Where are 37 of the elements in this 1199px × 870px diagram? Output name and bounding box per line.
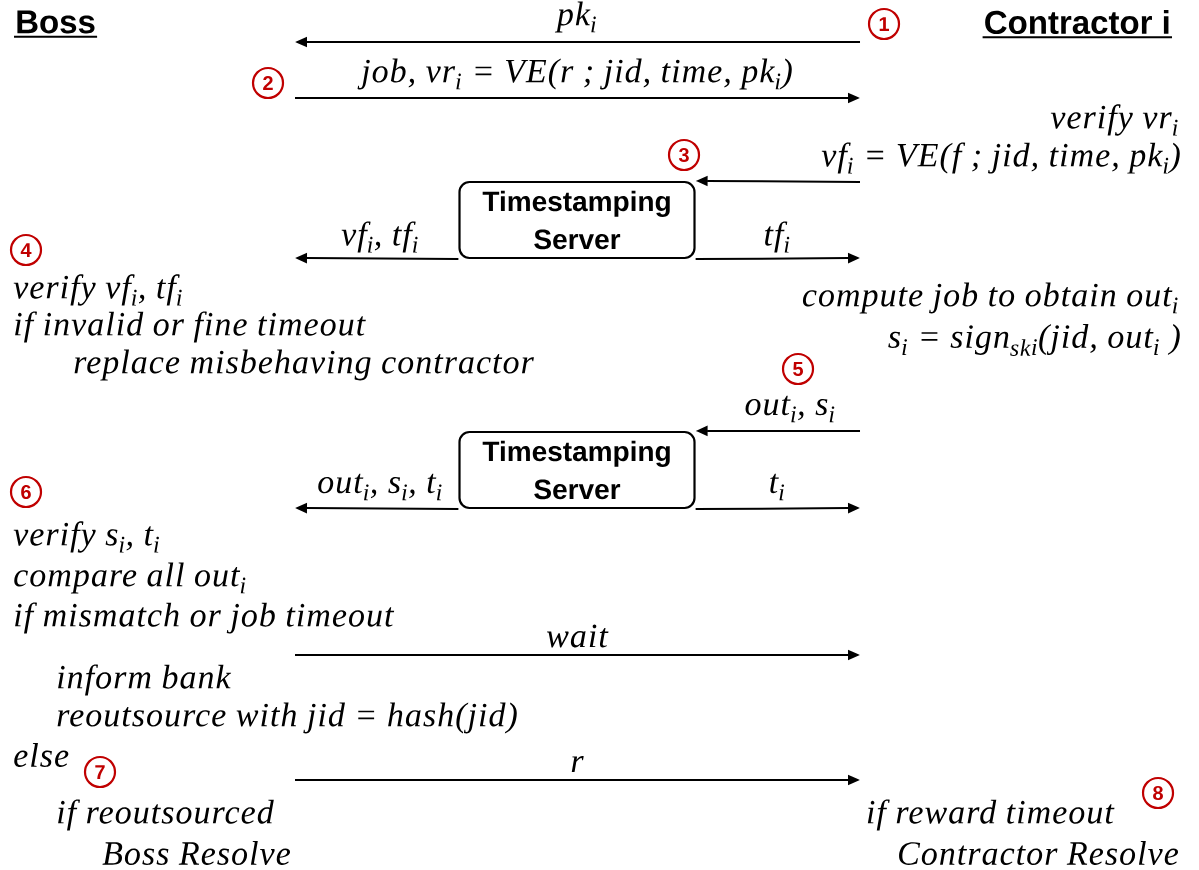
step-number: 1 — [867, 7, 901, 41]
note-text: if invalid or fine timeout — [12, 310, 367, 344]
note-text: verify vr$_{i}$ — [1049, 103, 1180, 137]
note-text: if mismatch or job timeout — [12, 601, 395, 635]
note-text: pk$_{i}$ — [554, 0, 599, 34]
step-number: 5 — [781, 352, 815, 386]
note-text: job, vr$_{i}$ = VE(r ; jid, time, pk$_{i}$) — [357, 57, 794, 91]
note-text: if reward timeout — [864, 798, 1115, 832]
note-text: reoutsource with jid = hash(jid) — [55, 701, 519, 735]
step-number: 2 — [251, 66, 285, 100]
note-text: replace misbehaving contractor — [72, 348, 535, 382]
note-text: s$_{i}$ = sign$_{ski}$(jid, out$_{i}$ ) — [886, 323, 1182, 357]
edge-label: t$_{i}$ — [767, 472, 787, 502]
step-number: 7 — [83, 755, 117, 789]
edge-label: out$_{i}$, s$_{i}$, t$_{i}$ — [316, 472, 444, 502]
step-number: 3 — [667, 138, 701, 172]
edge-label: vf$_{i}$, tf$_{i}$ — [340, 220, 420, 254]
note-text: r — [569, 755, 585, 773]
step-number: 4 — [9, 233, 43, 267]
note-text: compute job to obtain out$_{i}$ — [800, 281, 1180, 315]
note-text: inform bank — [55, 663, 232, 697]
edge-label: vf$_{i}$ = VE(f ; jid, time, pk$_{i}$) — [820, 141, 1182, 175]
step-number: 8 — [1141, 776, 1175, 810]
note-text: compare all out$_{i}$ — [12, 561, 248, 595]
note-text: Contractor Resolve — [896, 840, 1180, 866]
server-box: Timestamping Server — [458, 180, 696, 260]
note-text: wait — [545, 623, 609, 649]
note-text: Boss Resolve — [101, 840, 292, 866]
note-text: verify s$_{i}$, t$_{i}$ — [12, 520, 162, 554]
step-number: 6 — [9, 475, 43, 509]
note-text: else — [12, 742, 71, 768]
server-box: Timestamping Server — [458, 430, 696, 510]
note-text: if reoutsourced — [55, 798, 275, 832]
participant-heading: Contractor i — [981, 9, 1173, 39]
edge-label: out$_{i}$, s$_{i}$ — [743, 394, 837, 424]
edge-label: tf$_{i}$ — [762, 220, 792, 254]
participant-heading: Boss — [13, 10, 99, 38]
